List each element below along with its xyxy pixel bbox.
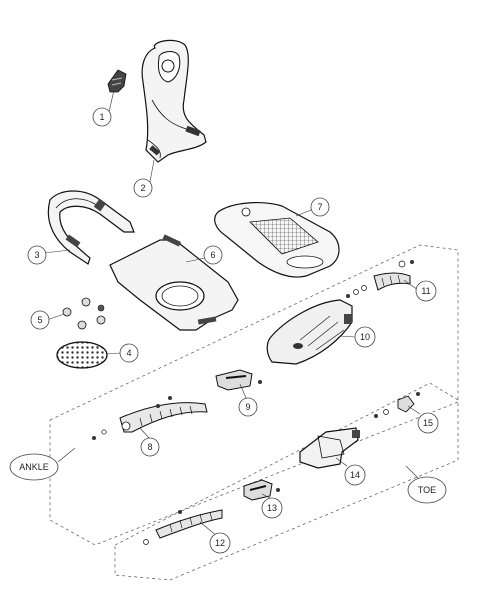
part-8-ankle-ladder-icon (92, 396, 208, 440)
callout-2: 2 (133, 178, 153, 198)
callout-4: 4 (119, 343, 139, 363)
callout-6: 6 (203, 245, 223, 265)
part-1-buckle-icon (107, 69, 127, 93)
part-11-toe-ladder-icon (346, 260, 414, 298)
callout-3: 3 (27, 245, 47, 265)
svg-text:13: 13 (267, 503, 277, 513)
svg-text:1: 1 (99, 112, 104, 122)
callout-7: 7 (310, 197, 330, 217)
callout-14: 14 (344, 464, 366, 486)
ankle-label: ANKLE (9, 453, 59, 481)
part-12-toe-ladder-icon (143, 509, 223, 545)
ankle-group-outline (49, 244, 459, 546)
svg-text:2: 2 (140, 183, 145, 193)
toe-label: TOE (407, 476, 447, 504)
callout-1: 1 (92, 107, 112, 127)
svg-text:ANKLE: ANKLE (19, 462, 49, 472)
svg-text:7: 7 (317, 202, 322, 212)
svg-text:15: 15 (423, 418, 433, 428)
svg-text:9: 9 (245, 402, 250, 412)
part-3-heelcup-icon (47, 190, 135, 265)
leader-lines (43, 89, 421, 537)
svg-text:10: 10 (360, 332, 370, 342)
part-2-highback-icon (141, 39, 207, 163)
callout-8: 8 (140, 437, 160, 457)
toe-group-outline (114, 382, 459, 581)
callout-11: 11 (415, 280, 437, 302)
part-7-footbed-icon (214, 202, 340, 278)
callout-12: 12 (209, 532, 231, 554)
part-9-ankle-ratchet-icon (215, 369, 262, 391)
svg-text:3: 3 (34, 250, 39, 260)
part-4-disc-icon (56, 341, 108, 369)
svg-text:6: 6 (210, 250, 215, 260)
callout-10: 10 (354, 326, 376, 348)
part-5-screws-icon (62, 297, 106, 330)
svg-text:5: 5 (37, 315, 42, 325)
svg-text:4: 4 (126, 348, 131, 358)
svg-text:14: 14 (350, 470, 360, 480)
callout-15: 15 (417, 412, 439, 434)
svg-text:TOE: TOE (418, 485, 436, 495)
part-10-ankle-strap-icon (266, 299, 353, 365)
svg-text:12: 12 (215, 538, 225, 548)
part-14-toe-strap-icon (299, 427, 360, 469)
callout-13: 13 (261, 497, 283, 519)
svg-text:11: 11 (421, 286, 430, 296)
part-13-toe-ratchet-icon (243, 479, 280, 501)
callout-9: 9 (238, 397, 258, 417)
part-15-toe-buckle-icon (374, 392, 420, 418)
part-6-baseplate-icon (109, 234, 239, 331)
svg-text:8: 8 (147, 442, 152, 452)
callout-5: 5 (30, 310, 50, 330)
